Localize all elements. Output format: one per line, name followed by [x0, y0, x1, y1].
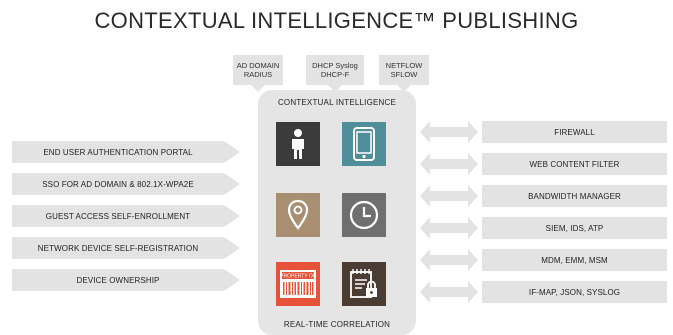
source-label-line2: SFLOW [390, 70, 418, 79]
source-label-line2: DHCP-F [320, 70, 350, 79]
source-label-line1: AD DOMAIN [236, 61, 280, 70]
double-arrow-icon [420, 153, 478, 175]
arrow-right-icon [224, 141, 240, 163]
double-arrow-icon [420, 249, 478, 271]
source-label-line1: NETFLOW [385, 61, 423, 70]
source-arrow-down [328, 85, 342, 92]
left-item-device-ownership: DEVICE OWNERSHIP [12, 269, 224, 291]
secure-document-tile [342, 262, 386, 306]
left-item-network-device: NETWORK DEVICE SELF-REGISTRATION [12, 237, 224, 259]
source-arrow-down [251, 85, 265, 92]
location-tile [276, 193, 320, 237]
source-dhcp: DHCP Syslog DHCP-F [306, 55, 364, 85]
arrow-right-icon [224, 205, 240, 227]
right-item-mdm-emm-msm: MDM, EMM, MSM [482, 249, 667, 271]
right-item-if-map-json-syslog: IF-MAP, JSON, SYSLOG [482, 281, 667, 303]
core-title: CONTEXTUAL INTELLIGENCE [277, 98, 397, 107]
source-ad-domain-radius: AD DOMAIN RADIUS [233, 55, 283, 85]
source-netflow-sflow: NETFLOW SFLOW [379, 55, 429, 85]
left-item-guest-access: GUEST ACCESS SELF-ENROLLMENT [12, 205, 224, 227]
arrow-right-icon [224, 269, 240, 291]
right-item-firewall: FIREWALL [482, 121, 667, 143]
property-tag-text: PROPERTY OF [280, 274, 316, 280]
diagram-title: CONTEXTUAL INTELLIGENCE™ PUBLISHING [94, 8, 579, 33]
arrow-right-icon [224, 237, 240, 259]
right-item-siem-ids-atp: SIEM, IDS, ATP [482, 217, 667, 239]
right-item-bandwidth-manager: BANDWIDTH MANAGER [482, 185, 667, 207]
source-label-line2: RADIUS [243, 70, 273, 79]
double-arrow-icon [420, 281, 478, 303]
core-footer: REAL-TIME CORRELATION [283, 320, 391, 329]
person-icon [292, 129, 304, 159]
double-arrow-icon [420, 217, 478, 239]
clock-icon [349, 200, 379, 230]
double-arrow-icon [420, 185, 478, 207]
property-tag-icon: PROPERTY OF [280, 270, 316, 298]
right-item-web-content-filter: WEB CONTENT FILTER [482, 153, 667, 175]
double-arrow-icon [420, 121, 478, 143]
mobile-tile [342, 122, 386, 166]
ownership-tile: PROPERTY OF [276, 262, 320, 306]
left-item-end-user-authentication-portal: END USER AUTHENTICATION PORTAL [12, 141, 224, 163]
location-pin-icon [287, 199, 309, 230]
arrow-right-icon [224, 173, 240, 195]
secure-document-icon [350, 269, 377, 298]
person-tile [276, 122, 320, 166]
mobile-device-icon [353, 127, 375, 161]
time-tile [342, 193, 386, 237]
left-item-sso: SSO FOR AD DOMAIN & 802.1X-WPA2E [12, 173, 224, 195]
source-label-line1: DHCP Syslog [312, 61, 358, 70]
source-arrow-down [397, 85, 411, 92]
